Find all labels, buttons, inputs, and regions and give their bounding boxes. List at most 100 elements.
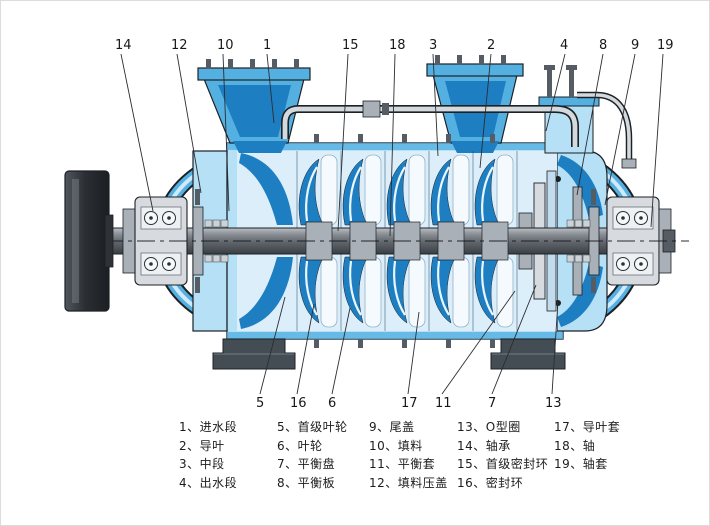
legend-item: 3、中段 [179, 457, 225, 471]
casing-stud [358, 339, 363, 348]
legend-item: 6、叶轮 [277, 438, 323, 453]
diffuser [408, 256, 426, 328]
legend-column-4: 13、O型圈 14、轴承 15、首级密封环 16、密封环 [457, 418, 548, 492]
legend-item: 11、平衡套 [369, 457, 436, 471]
leader-line-10 [222, 53, 230, 212]
leader-line-2 [479, 53, 492, 169]
callout-19: 19 [657, 38, 674, 53]
legend-item: 9、尾盖 [369, 420, 415, 434]
callout-6: 6 [328, 396, 336, 411]
coupling-hub [104, 214, 114, 268]
discharge-flange [426, 63, 524, 77]
leader-line-5 [259, 296, 286, 395]
legend-item: 14、轴承 [457, 438, 511, 453]
diffuser [496, 256, 514, 328]
leader-line-18 [389, 53, 396, 237]
suction-cavity [239, 153, 293, 225]
pipe-fitting [621, 158, 637, 169]
impeller-stage-4 [428, 151, 470, 331]
flange-bolt [435, 55, 440, 65]
legend-item: 5、首级叶轮 [277, 420, 348, 434]
diffuser [496, 154, 514, 226]
impeller-stages [296, 151, 518, 331]
impeller-stage-1 [296, 151, 338, 331]
legend-item: 10、填料 [369, 438, 423, 453]
leader-line-9 [604, 53, 636, 206]
leader-line-4 [545, 53, 566, 132]
packing-ring [204, 219, 213, 228]
leader-line-12 [176, 53, 202, 194]
leader-line-15 [337, 53, 349, 232]
legend-item: 12、填料压盖 [369, 475, 448, 490]
callout-14: 14 [115, 38, 132, 53]
casing-studs [314, 134, 495, 348]
casing-stud [358, 134, 363, 143]
cooling-pipe [577, 91, 637, 169]
shaft-sleeve [305, 221, 333, 261]
discharge-outlet [426, 55, 524, 153]
leader-line-19 [650, 53, 664, 228]
legend-item: 15、首级密封环 [457, 457, 549, 471]
impeller-stage-3 [384, 151, 426, 331]
callout-11: 11 [435, 396, 452, 411]
callout-16: 16 [290, 396, 307, 411]
casing-stud [314, 134, 319, 143]
callout-12: 12 [171, 38, 188, 53]
callout-10: 10 [217, 38, 234, 53]
balance-pipe [281, 100, 579, 147]
casing-stud [446, 339, 451, 348]
leader-line-7 [491, 284, 537, 395]
legend-item: 8、平衡板 [277, 475, 336, 490]
suction-flange [197, 67, 311, 81]
callout-8: 8 [599, 38, 607, 53]
pump-feet [212, 338, 566, 370]
callout-13: 13 [545, 396, 562, 411]
callout-15: 15 [342, 38, 359, 53]
callout-18: 18 [389, 38, 406, 53]
diffuser [408, 154, 426, 226]
pipe-union [362, 100, 381, 118]
callout-3: 3 [429, 38, 437, 53]
casing-stud [446, 134, 451, 143]
legend-item: 4、出水段 [179, 475, 238, 490]
legend-column-2: 5、首级叶轮 6、叶轮 7、平衡盘 8、平衡板 [277, 418, 348, 492]
leader-line-14 [120, 53, 154, 212]
leader-line-11 [441, 290, 516, 395]
legend-item: 2、导叶 [179, 438, 225, 453]
leader-line-16 [296, 303, 315, 395]
diffuser [452, 256, 470, 328]
diffuser [364, 256, 382, 328]
leader-line-8 [576, 53, 604, 196]
callout-7: 7 [488, 396, 496, 411]
stud-bolt [547, 69, 552, 97]
legend-item: 17、导叶套 [554, 420, 621, 434]
legend-item: 7、平衡盘 [277, 457, 336, 471]
diffuser [452, 154, 470, 226]
casing-stud [402, 134, 407, 143]
legend-item: 1、进水段 [179, 420, 238, 434]
casing-stud [490, 339, 495, 348]
callout-9: 9 [631, 38, 639, 53]
diffuser [320, 256, 338, 328]
casing-stud [314, 339, 319, 348]
stud-bolt [569, 69, 574, 97]
leader-line-1 [266, 53, 275, 124]
legend-column-3: 9、尾盖 10、填料 11、平衡套 12、填料压盖 [369, 418, 448, 492]
leader-line-3 [432, 53, 439, 157]
suction-inlet [197, 59, 311, 153]
leader-line-17 [407, 311, 420, 395]
callout-4: 4 [560, 38, 568, 53]
legend-item: 16、密封环 [457, 475, 524, 490]
leader-line-6 [331, 307, 351, 395]
casing-stud [402, 339, 407, 348]
o-ring [555, 176, 561, 182]
legend-item: 18、轴 [554, 438, 596, 453]
gland-bolt [195, 189, 200, 205]
impeller-stage-5 [472, 151, 514, 331]
legend-column-5: 17、导叶套 18、轴 19、轴套 [554, 418, 620, 474]
legend-item: 13、O型圈 [457, 420, 521, 434]
callout-2: 2 [487, 38, 495, 53]
